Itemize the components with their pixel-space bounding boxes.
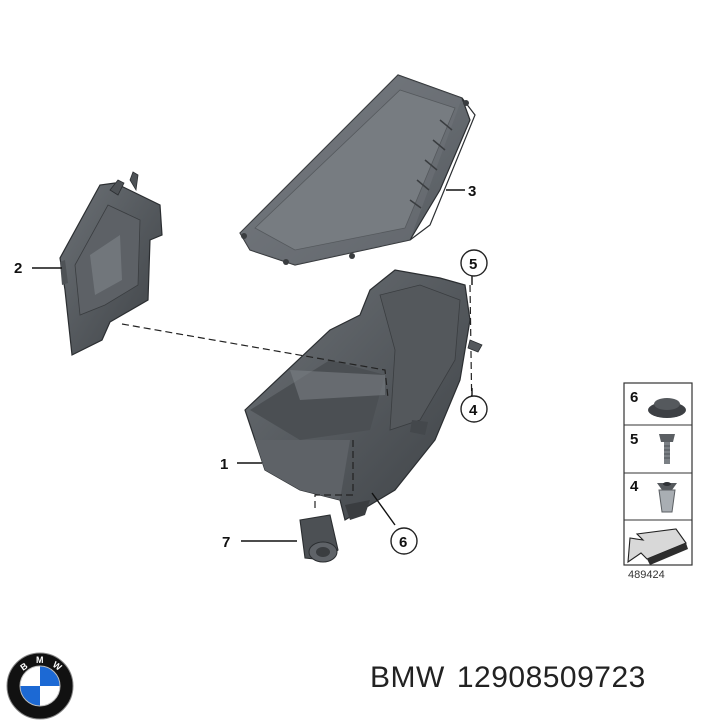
- grommet-icon: [648, 398, 686, 418]
- leader-lines: [32, 189, 473, 542]
- svg-text:M: M: [36, 655, 44, 665]
- part-cover-lid: [239, 74, 476, 266]
- legend-number-6: 6: [630, 389, 638, 406]
- part-main-box: [244, 269, 471, 521]
- callout-circle-4: [460, 395, 488, 423]
- part-bracket: [59, 171, 163, 356]
- callout-4: 4: [469, 402, 478, 419]
- callout-circle-5: [460, 249, 488, 277]
- bmw-logo: B M W: [6, 652, 74, 720]
- bolt-part: [467, 339, 483, 353]
- arrow-pointer-icon: [627, 528, 688, 565]
- parts-legend: 6 5 4: [623, 382, 693, 566]
- callout-7: 7: [222, 534, 230, 551]
- part-connector: [299, 514, 339, 563]
- reference-number: 489424: [628, 569, 665, 581]
- brand-name: BMW: [370, 661, 445, 694]
- callout-5: 5: [469, 256, 477, 273]
- svg-text:B: B: [18, 660, 29, 672]
- nut-clip-icon: [657, 482, 677, 513]
- bolt-icon: [659, 434, 675, 464]
- callout-2: 2: [14, 260, 22, 277]
- legend-number-4: 4: [630, 478, 639, 495]
- callout-circle-6: [390, 527, 418, 555]
- callout-3: 3: [468, 183, 476, 200]
- callout-6: 6: [399, 534, 407, 551]
- legend-number-5: 5: [630, 431, 638, 448]
- callout-1: 1: [220, 456, 228, 473]
- part-number: 12908509723: [456, 661, 646, 694]
- part-caption: BMW 12908509723: [370, 661, 658, 695]
